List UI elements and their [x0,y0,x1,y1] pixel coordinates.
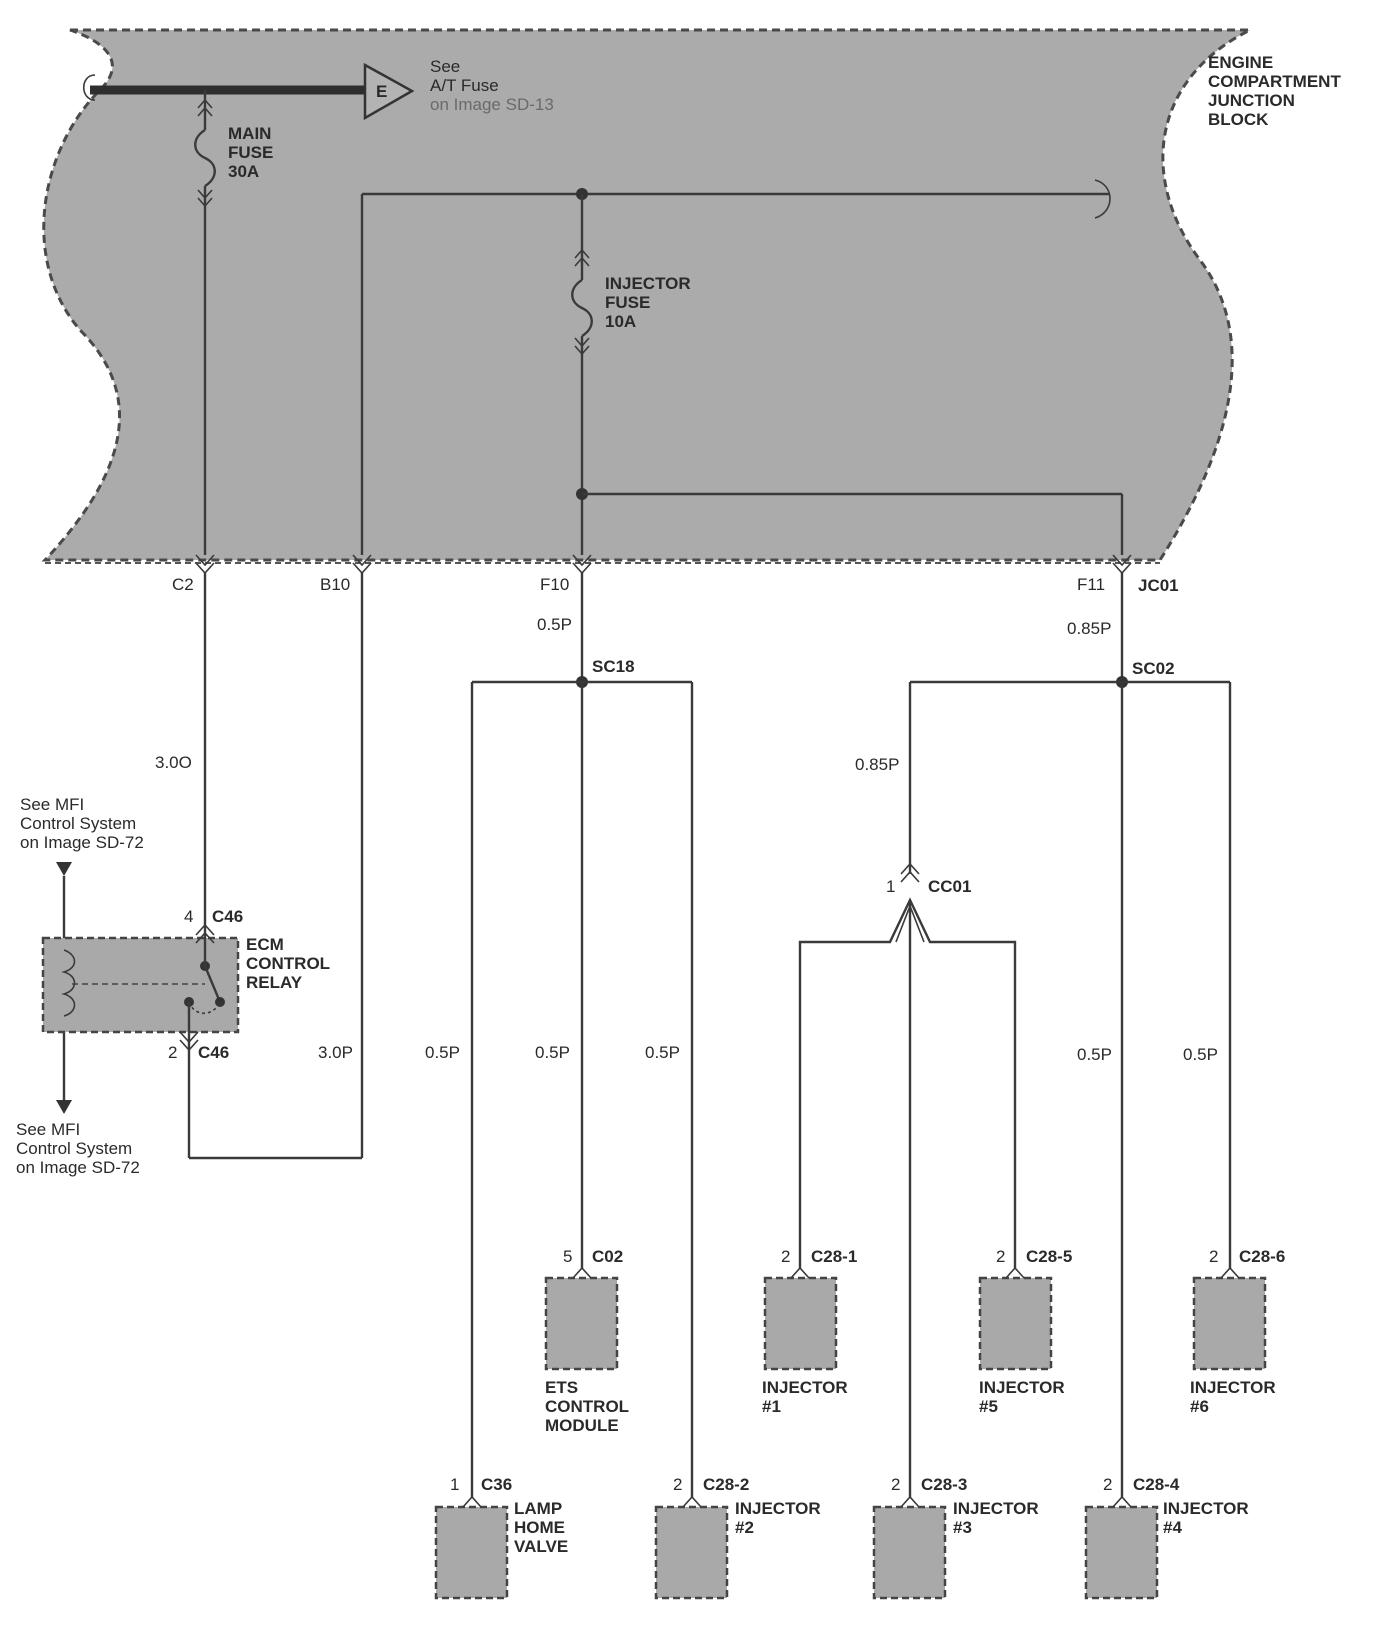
b10-label: B10 [320,575,350,594]
ets-connector-icon [572,1266,592,1279]
inj5-connector-icon [1005,1266,1025,1279]
ecm-control-relay [41,936,240,1034]
inj6-conn: C28-6 [1239,1247,1285,1266]
relay-bottom-connector-icon [179,1031,199,1052]
inj2-pin: 2 [673,1475,682,1494]
ets-wire-label: 0.5P [535,1043,570,1062]
relay-name: ECM CONTROL RELAY [246,935,334,992]
main-fuse-chevron-top-icon [197,98,213,117]
injector-3 [872,1505,947,1600]
inj3-pin: 2 [891,1475,900,1494]
inj5-name: INJECTOR #5 [979,1378,1069,1416]
c2-label: C2 [172,575,194,594]
relay-coil-icon [61,949,76,1017]
inj4-connector-icon [1112,1495,1132,1508]
ets-name: ETS CONTROL MODULE [545,1378,633,1435]
mfi-reference-top: See MFI Control System on Image SD-72 [20,795,144,852]
bus-bar-hook [82,74,96,101]
f10-wire-label: 0.5P [537,615,572,634]
inj4-pin: 2 [1103,1475,1112,1494]
injector-5 [978,1276,1053,1371]
inj4-name: INJECTOR #4 [1163,1499,1253,1537]
main-fuse-label: MAIN FUSE 30A [228,124,278,181]
inj6-pin: 2 [1209,1247,1218,1266]
relay-top-pin: 4 [184,907,193,926]
at-fuse-letter: E [376,82,387,101]
ets-pin: 5 [563,1247,572,1266]
lamp-conn: C36 [481,1475,512,1494]
inj6-wire-label: 0.5P [1183,1045,1218,1064]
at-fuse-reference: See A/T Fuse on Image SD-13 [430,57,554,114]
cc01-wire-label: 0.85P [855,755,899,774]
main-fuse-symbol-icon [194,128,216,188]
injector-2 [654,1505,729,1600]
cc01-branch-fan [895,903,925,943]
lamp-pin: 1 [450,1475,459,1494]
junction-block-area [41,28,1251,562]
ets-control-module [544,1276,619,1371]
inj2-name: INJECTOR #2 [735,1499,825,1537]
f10-label: F10 [540,575,569,594]
inj5-conn: C28-5 [1026,1247,1072,1266]
mfi-arrow-bottom-icon [56,1100,72,1114]
inj1-conn: C28-1 [811,1247,857,1266]
inj4-wire-label: 0.5P [1077,1045,1112,1064]
cc01-branch-shape [798,897,1017,1268]
inj1-pin: 2 [781,1247,790,1266]
injector-fuse-label: INJECTOR FUSE 10A [605,274,695,331]
inj4-conn: C28-4 [1133,1475,1180,1494]
injector-1 [763,1276,838,1371]
inj3-conn: C28-3 [921,1475,967,1494]
bus-end-hook [1094,179,1111,219]
relay-bottom-pin: 2 [168,1043,177,1062]
junction-block-title: ENGINE COMPARTMENT JUNCTION BLOCK [1208,53,1346,129]
inj3-connector-icon [900,1495,920,1508]
inj5-pin: 2 [996,1247,1005,1266]
cc01-label: CC01 [928,877,971,896]
inj3-name: INJECTOR #3 [953,1499,1043,1537]
ets-conn: C02 [592,1247,623,1266]
lamp-wire-label: 0.5P [425,1043,460,1062]
mfi-reference-bottom: See MFI Control System on Image SD-72 [16,1120,140,1177]
relay-switch-pivot [215,997,225,1007]
f11-wire-label: 0.85P [1067,619,1111,638]
sc02-label: SC02 [1132,659,1175,678]
relay-bottom-conn: C46 [198,1043,229,1062]
cc01-pin: 1 [886,877,895,896]
mfi-arrow-top-icon [56,862,72,876]
inj1-connector-icon [790,1266,810,1279]
sc18-label: SC18 [592,657,635,676]
cc01-connector-icon [900,862,920,883]
c2-wire-label: 3.0O [155,753,192,772]
inj2-conn: C28-2 [703,1475,749,1494]
injector-6 [1192,1276,1267,1371]
lamp-home-valve [434,1505,509,1600]
injector-fuse-symbol-icon [571,278,593,338]
inj6-name: INJECTOR #6 [1190,1378,1280,1416]
injector-4 [1084,1505,1159,1600]
jc01-label: JC01 [1138,576,1179,595]
inj2-wire-label: 0.5P [645,1043,680,1062]
relay-top-connector-icon [195,923,215,944]
f11-label: F11 [1077,575,1105,594]
inj2-connector-icon [682,1495,702,1508]
relay-wire-label: 3.0P [318,1043,353,1062]
at-fuse-arrow-icon [363,62,415,121]
inj1-name: INJECTOR #1 [762,1378,852,1416]
inj6-connector-icon [1220,1266,1240,1279]
relay-switch-arm [203,965,222,1003]
relay-switch-arc [188,1001,221,1015]
relay-top-conn: C46 [212,907,243,926]
injector-fuse-chevron-top-icon [574,248,590,267]
lamp-connector-icon [462,1495,482,1508]
lamp-name: LAMP HOME VALVE [514,1499,570,1556]
